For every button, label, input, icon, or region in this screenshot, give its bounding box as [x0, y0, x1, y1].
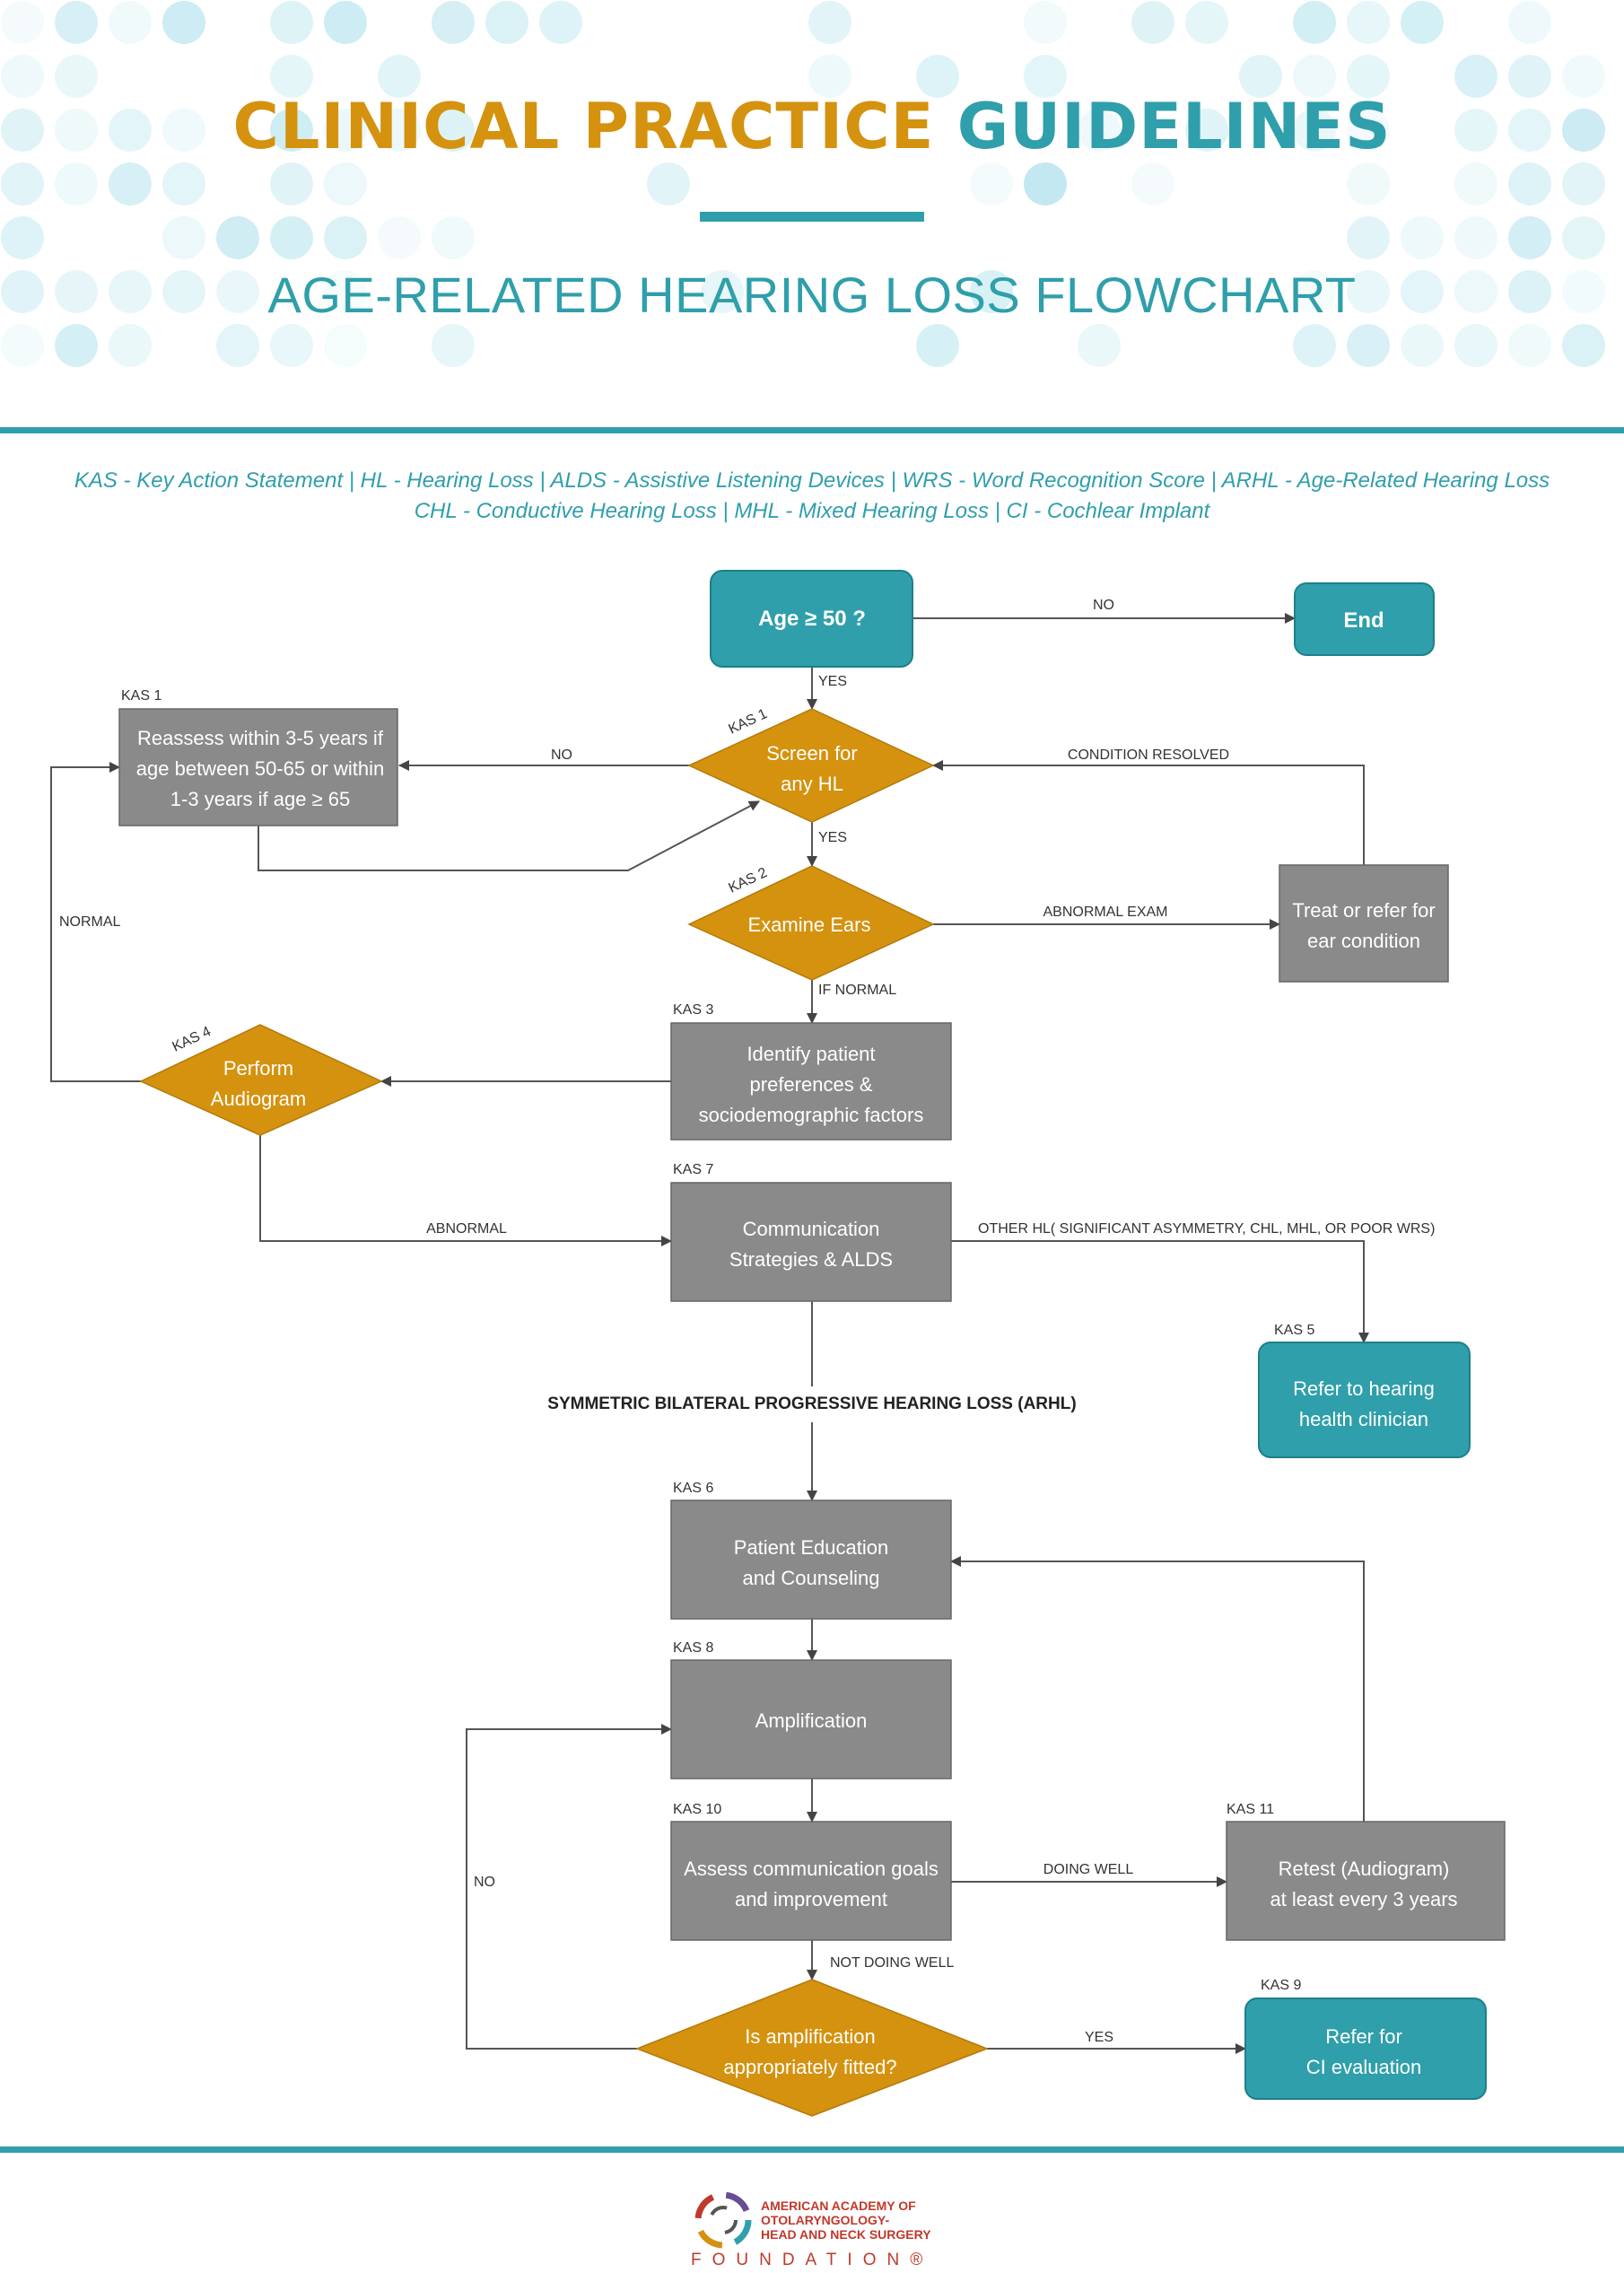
node-audiogram-line1: Perform: [223, 1057, 293, 1080]
node-audiogram: KAS 4 Perform Audiogram: [139, 1024, 383, 1136]
node-identify: KAS 3 Identify patient preferences & soc…: [670, 1002, 952, 1141]
edge-label-yes-ci: YES: [1085, 2030, 1113, 2045]
node-fitted-line2: appropriately fitted?: [723, 2056, 896, 2078]
node-screen-line1: Screen for: [766, 742, 858, 765]
edge-label-arhl: SYMMETRIC BILATERAL PROGRESSIVE HEARING …: [547, 1394, 1076, 1413]
title-underline: [700, 212, 924, 222]
node-refer-hearing-line1: Refer to hearing: [1293, 1377, 1435, 1400]
node-fitted: Is amplification appropriately fitted?: [634, 1979, 990, 2117]
edge-label-normal: NORMAL: [59, 914, 121, 930]
edge-audiogram-reassess: [50, 762, 141, 1082]
node-identify-line1: Identify patient: [747, 1043, 875, 1065]
node-reassess-line3: 1-3 years if age ≥ 65: [170, 788, 350, 810]
page-subtitle: AGE-RELATED HEARING LOSS FLOWCHART: [267, 267, 1357, 323]
edge-label-no-end: NO: [1093, 598, 1114, 613]
edge-label-no-fitted: NO: [474, 1875, 495, 1890]
abbreviation-legend-line1: KAS - Key Action Statement | HL - Hearin…: [74, 468, 1550, 493]
logo-foundation: FOUNDATION®: [691, 2251, 934, 2269]
node-refer-hearing: KAS 5 Refer to hearing health clinician: [1258, 1323, 1471, 1458]
node-comm-line1: Communication: [743, 1218, 880, 1240]
node-age-text: Age ≥ 50 ?: [758, 607, 866, 631]
node-age: Age ≥ 50 ?: [710, 570, 913, 668]
node-reassess: KAS 1 Reassess within 3-5 years if age b…: [118, 688, 398, 826]
node-end-text: End: [1343, 608, 1384, 633]
bottom-divider: [0, 2146, 1624, 2153]
node-fitted-line1: Is amplification: [745, 2025, 876, 2048]
edge-label-not-doing-well: NOT DOING WELL: [830, 1955, 954, 1971]
node-comm-tag: KAS 7: [673, 1162, 713, 1177]
node-identify-line2: preferences &: [750, 1073, 873, 1096]
node-assess-line1: Assess communication goals: [684, 1858, 939, 1880]
node-refer-ci-line1: Refer for: [1325, 2025, 1402, 2048]
node-treat: Treat or refer for ear condition: [1279, 864, 1449, 983]
top-divider: [0, 427, 1624, 433]
node-assess-line2: and improvement: [735, 1888, 887, 1910]
node-retest-tag: KAS 11: [1227, 1802, 1274, 1817]
edge-label-abnormal: ABNORMAL: [426, 1221, 507, 1237]
node-amplification-tag: KAS 8: [673, 1640, 713, 1656]
edge-reassess-screen: [258, 800, 760, 871]
node-refer-ci-line2: CI evaluation: [1306, 2056, 1421, 2078]
node-retest-line1: Retest (Audiogram): [1279, 1858, 1450, 1880]
node-refer-ci: KAS 9 Refer for CI evaluation: [1244, 1978, 1487, 2100]
node-comm: KAS 7 Communication Strategies & ALDS: [670, 1162, 952, 1302]
node-education: KAS 6 Patient Education and Counseling: [670, 1481, 952, 1620]
node-identify-line3: sociodemographic factors: [699, 1104, 924, 1126]
node-refer-ci-tag: KAS 9: [1261, 1978, 1301, 1993]
node-assess-tag: KAS 10: [673, 1802, 721, 1817]
node-end: End: [1294, 582, 1435, 656]
edge-comm-refer: [951, 1240, 1369, 1343]
node-refer-hearing-line2: health clinician: [1299, 1408, 1428, 1430]
node-examine-line1: Examine Ears: [748, 914, 871, 936]
node-treat-line2: ear condition: [1307, 930, 1420, 952]
edge-label-yes-examine: YES: [818, 830, 847, 845]
node-screen: KAS 1 Screen for any HL: [687, 706, 935, 823]
node-education-tag: KAS 6: [673, 1481, 713, 1496]
aao-hns-foundation-logo: [694, 2191, 752, 2249]
edge-retest-education: [950, 1556, 1365, 1822]
edge-audiogram-comm: [259, 1135, 672, 1246]
page-title: CLINICAL PRACTICE GUIDELINES: [232, 90, 1392, 163]
decorative-dot-pattern: [1, 1, 1605, 367]
node-retest-line2: at least every 3 years: [1270, 1888, 1457, 1910]
node-treat-line1: Treat or refer for: [1292, 899, 1435, 922]
edge-label-abnormal-exam: ABNORMAL EXAM: [1043, 905, 1168, 920]
connectors: [50, 613, 1369, 2054]
node-comm-line2: Strategies & ALDS: [729, 1248, 893, 1271]
edge-label-no-reassess: NO: [551, 747, 572, 763]
abbreviation-legend-line2: CHL - Conductive Hearing Loss | MHL - Mi…: [414, 499, 1210, 523]
edge-label-doing-well: DOING WELL: [1043, 1862, 1134, 1877]
node-reassess-line1: Reassess within 3-5 years if: [137, 727, 384, 749]
node-examine: KAS 2 Examine Ears: [687, 865, 935, 981]
node-screen-line2: any HL: [781, 773, 843, 795]
edge-label-yes-screen: YES: [818, 674, 847, 689]
node-retest: KAS 11 Retest (Audiogram) at least every…: [1226, 1802, 1506, 1941]
edge-label-condition-resolved: CONDITION RESOLVED: [1068, 747, 1229, 763]
edge-label-other-hl: OTHER HL( SIGNIFICANT ASYMMETRY, CHL, MH…: [978, 1221, 1435, 1237]
edge-label-if-normal: IF NORMAL: [818, 983, 896, 998]
node-audiogram-line2: Audiogram: [211, 1088, 306, 1110]
edge-treat-screen: [932, 760, 1365, 865]
node-assess: KAS 10 Assess communication goals and im…: [670, 1802, 952, 1941]
node-refer-hearing-tag: KAS 5: [1274, 1323, 1314, 1338]
node-amplification: KAS 8 Amplification: [670, 1640, 952, 1779]
logo-org-name: AMERICAN ACADEMY OF OTOLARYNGOLOGY- HEAD…: [761, 2199, 931, 2242]
node-education-line2: and Counseling: [743, 1567, 880, 1589]
node-identify-tag: KAS 3: [673, 1002, 713, 1018]
node-reassess-tag: KAS 1: [121, 688, 162, 704]
node-amplification-line1: Amplification: [755, 1709, 868, 1732]
edge-fitted-amplification: [466, 1724, 672, 2050]
node-education-line1: Patient Education: [734, 1536, 888, 1559]
node-reassess-line2: age between 50-65 or within: [136, 757, 384, 780]
